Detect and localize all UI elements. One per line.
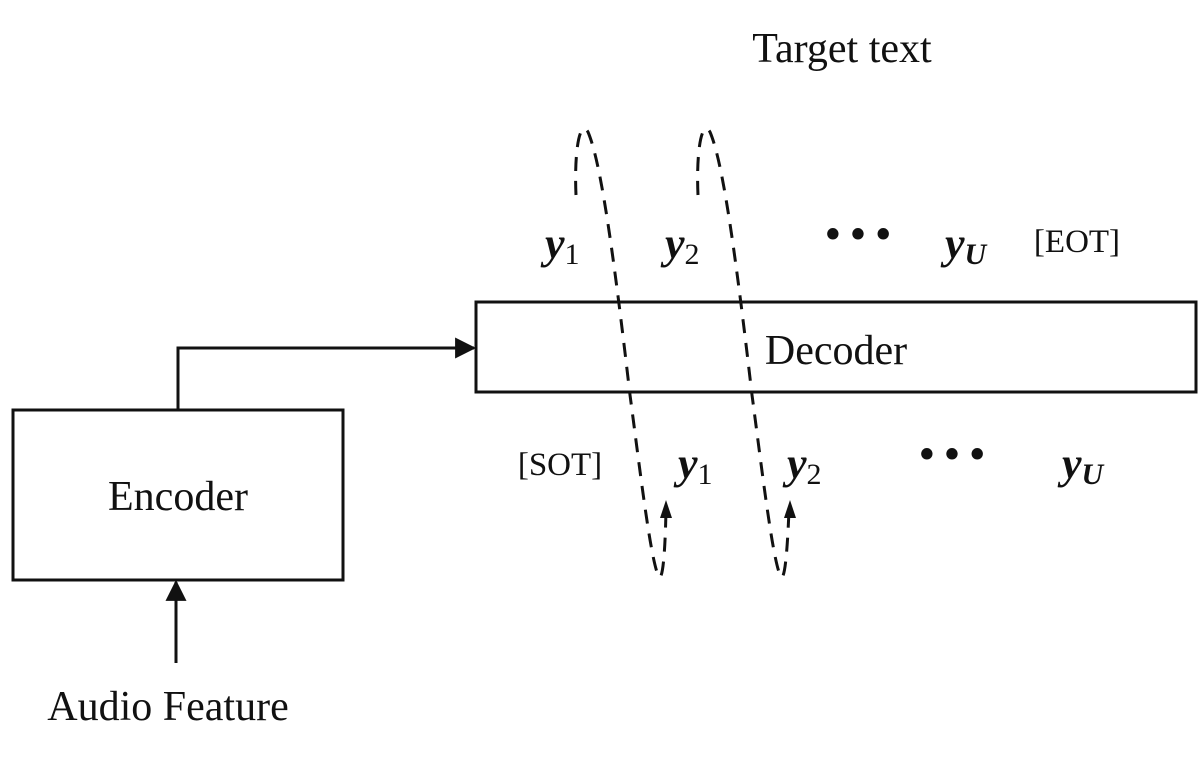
output-ellipsis: • • • <box>825 212 890 258</box>
encoder-label: Encoder <box>108 474 248 520</box>
feedback-arrowhead-y1 <box>660 500 672 518</box>
input-sot: [SOT] <box>518 447 602 483</box>
output-y1: y1 <box>540 219 580 271</box>
input-y2: y2 <box>782 439 822 491</box>
output-eot: [EOT] <box>1034 224 1120 260</box>
input-ellipsis: • • • <box>919 432 984 478</box>
input-y1: y1 <box>673 439 713 491</box>
input-yU: yU <box>1057 439 1105 491</box>
feedback-arrowhead-y2 <box>784 500 796 518</box>
encoder-to-decoder-arrow <box>176 337 477 410</box>
output-yU: yU <box>940 219 988 271</box>
audio-feature-label: Audio Feature <box>47 684 288 730</box>
output-y2: y2 <box>660 219 700 271</box>
diagram-title: Target text <box>752 26 932 72</box>
decoder-label: Decoder <box>765 328 907 374</box>
feedback-loop-y1 <box>574 127 668 579</box>
